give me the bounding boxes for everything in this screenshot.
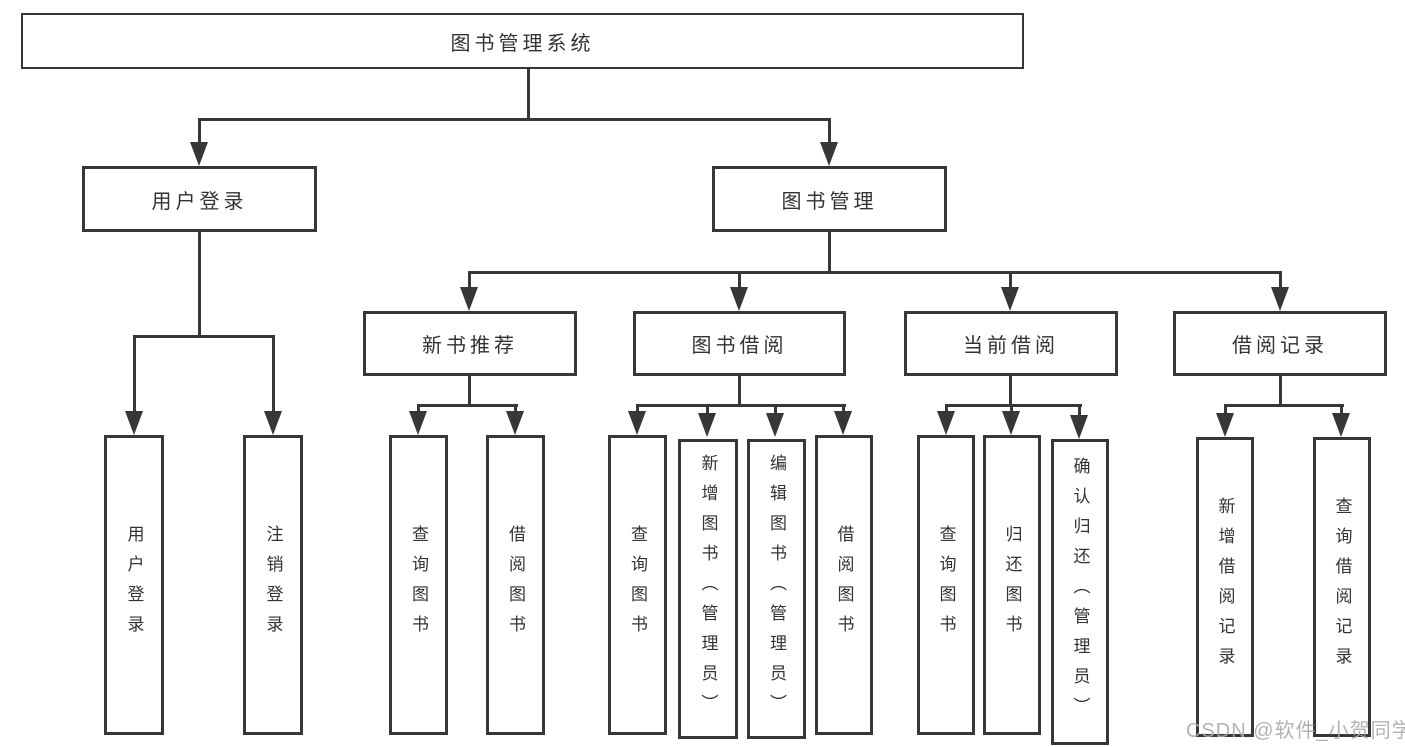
watermark: CSDN @软件_小贺同学 (1186, 720, 1405, 742)
arrow-down-icon (125, 411, 143, 435)
leaf-borrow-books-borrowing: 借阅图书 (815, 435, 873, 735)
arrow-down-icon (834, 411, 852, 435)
connector-line (706, 404, 709, 414)
leaf-confirm-return-admin: 确认归还（管理员） (1051, 439, 1109, 745)
connector-line (468, 271, 1282, 274)
node-user-login: 用户登录 (82, 166, 317, 232)
connector-line (945, 404, 948, 414)
arrow-down-icon (190, 142, 208, 166)
connector-line (1009, 271, 1012, 289)
connector-line (198, 232, 201, 335)
leaf-query-books-borrowing-label: 查询图书 (628, 525, 647, 645)
leaf-borrow-books-borrowing-label: 借阅图书 (834, 525, 854, 645)
connector-line (198, 118, 831, 121)
leaf-user-login: 用户登录 (104, 435, 164, 735)
connector-line (828, 118, 831, 146)
connector-line (1010, 404, 1013, 414)
leaf-edit-book-admin: 编辑图书（管理员） (747, 439, 806, 739)
node-new-book-recommendation-label: 新书推荐 (422, 335, 518, 357)
leaf-add-book-admin-label: 新增图书（管理员） (698, 454, 718, 724)
leaf-borrow-books-recommend-label: 借阅图书 (506, 525, 525, 645)
connector-line (1224, 404, 1344, 407)
node-book-management: 图书管理 (712, 166, 947, 232)
node-current-borrowing: 当前借阅 (904, 311, 1118, 376)
connector-line (272, 335, 275, 413)
leaf-query-books-recommend: 查询图书 (389, 435, 448, 735)
connector-line (774, 404, 777, 414)
connector-line (1009, 376, 1012, 407)
leaf-edit-book-admin-label: 编辑图书（管理员） (767, 454, 786, 724)
leaf-query-books-current: 查询图书 (917, 435, 975, 735)
node-user-login-label: 用户登录 (151, 190, 248, 213)
connector-line (468, 376, 471, 407)
connector-line (636, 404, 639, 414)
leaf-query-borrow-record-label: 查询借阅记录 (1332, 497, 1352, 677)
arrow-down-icon (1216, 413, 1234, 437)
arrow-down-icon (1070, 415, 1088, 439)
arrow-down-icon (820, 142, 838, 166)
arrow-down-icon (460, 287, 478, 311)
leaf-return-books-label: 归还图书 (1002, 525, 1022, 645)
node-book-borrowing: 图书借阅 (633, 311, 846, 376)
leaf-logout: 注销登录 (243, 435, 303, 735)
arrow-down-icon (1001, 287, 1019, 311)
node-current-borrowing-label: 当前借阅 (963, 335, 1059, 357)
connector-line (738, 376, 741, 407)
arrow-down-icon (409, 411, 427, 435)
connector-line (1340, 404, 1343, 414)
connector-line (828, 232, 831, 274)
leaf-user-login-label: 用户登录 (124, 525, 144, 645)
node-borrowing-records: 借阅记录 (1173, 311, 1387, 376)
leaf-query-books-borrowing: 查询图书 (608, 435, 667, 735)
connector-line (468, 271, 471, 289)
arrow-down-icon (937, 411, 955, 435)
node-book-borrowing-label: 图书借阅 (691, 335, 788, 357)
leaf-add-book-admin: 新增图书（管理员） (678, 439, 738, 739)
arrow-down-icon (628, 411, 646, 435)
arrow-down-icon (698, 413, 716, 437)
arrow-down-icon (730, 287, 748, 311)
connector-line (133, 335, 275, 338)
arrow-down-icon (264, 411, 282, 435)
connector-line (417, 404, 420, 414)
arrow-down-icon (506, 411, 524, 435)
leaf-query-books-recommend-label: 查询图书 (409, 525, 428, 645)
connector-line (1224, 404, 1227, 414)
leaf-query-books-current-label: 查询图书 (936, 525, 956, 645)
leaf-add-borrow-record: 新增借阅记录 (1196, 437, 1254, 737)
leaf-confirm-return-admin-label: 确认归还（管理员） (1070, 457, 1090, 727)
node-root-label: 图书管理系统 (450, 32, 595, 55)
connector-line (1279, 376, 1282, 407)
connector-line (1279, 271, 1282, 289)
node-book-management-label: 图书管理 (781, 190, 878, 213)
node-borrowing-records-label: 借阅记录 (1232, 335, 1328, 357)
arrow-down-icon (1332, 413, 1350, 437)
leaf-query-borrow-record: 查询借阅记录 (1313, 437, 1371, 737)
connector-line (842, 404, 845, 414)
leaf-return-books: 归还图书 (983, 435, 1041, 735)
connector-line (417, 404, 518, 407)
arrow-down-icon (766, 413, 784, 437)
connector-line (636, 404, 846, 407)
leaf-logout-label: 注销登录 (263, 525, 283, 645)
connector-line (133, 335, 136, 413)
connector-line (1078, 404, 1081, 416)
node-root: 图书管理系统 (21, 13, 1024, 69)
node-new-book-recommendation: 新书推荐 (363, 311, 577, 376)
connector-line (945, 404, 1082, 407)
connector-line (198, 118, 201, 146)
connector-line (738, 271, 741, 289)
connector-line (527, 69, 530, 118)
arrow-down-icon (1271, 287, 1289, 311)
leaf-add-borrow-record-label: 新增借阅记录 (1215, 497, 1235, 677)
connector-line (514, 404, 517, 414)
arrow-down-icon (1002, 411, 1020, 435)
leaf-borrow-books-recommend: 借阅图书 (486, 435, 545, 735)
